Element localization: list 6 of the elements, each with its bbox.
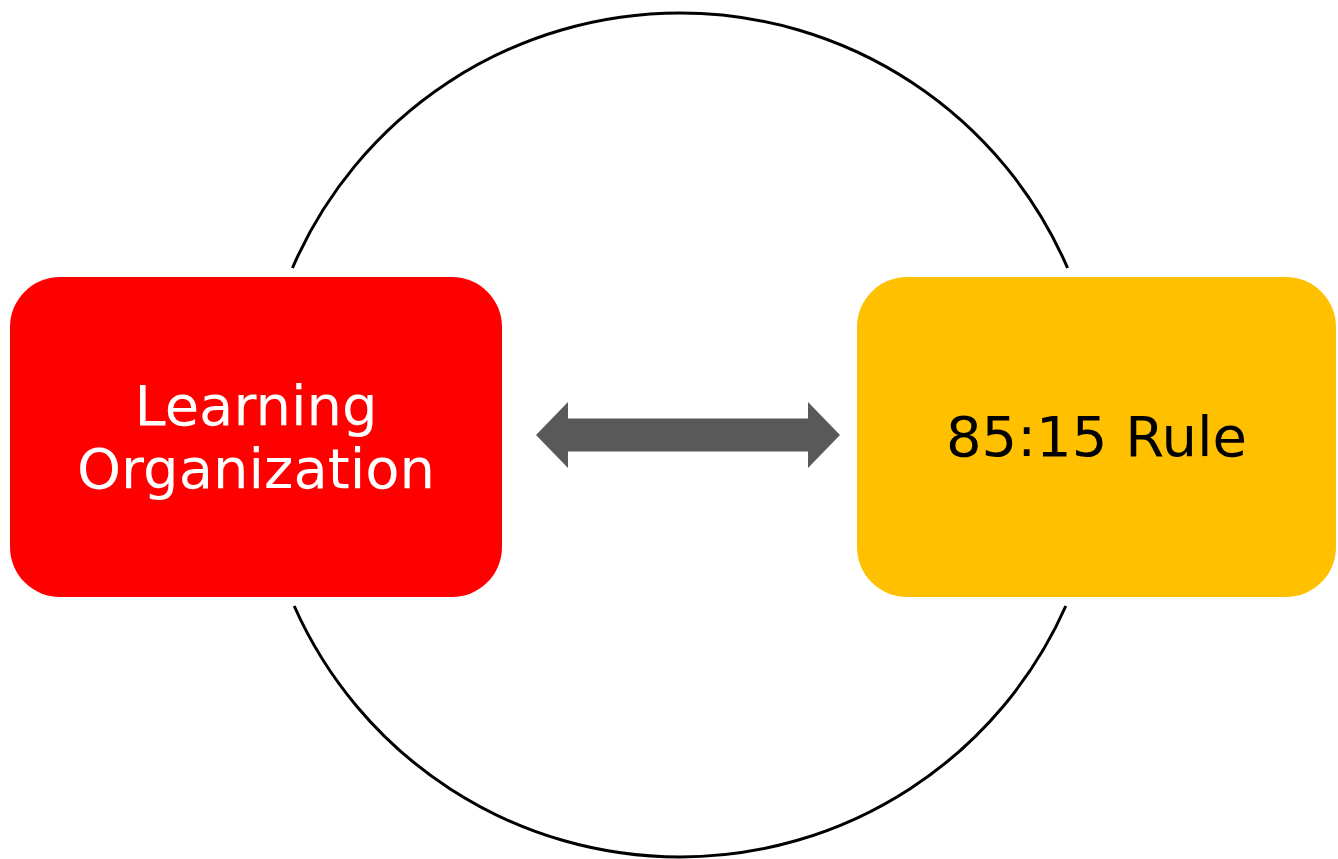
arc-connector [291, 11, 1069, 269]
arc-connector [292, 605, 1068, 859]
rounded-box [10, 277, 502, 597]
box-label: Learning Organization [76, 373, 436, 501]
box-label: 85:15 Rule [945, 405, 1248, 469]
rounded-box [857, 277, 1336, 597]
